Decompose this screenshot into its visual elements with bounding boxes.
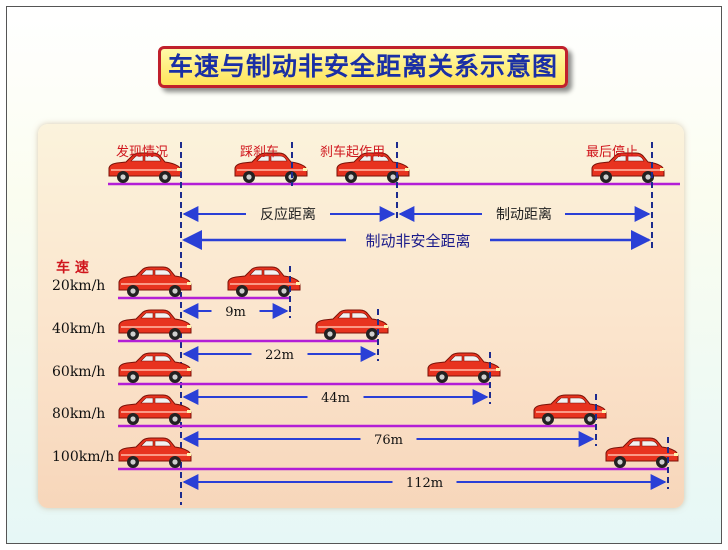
speed-label: 100km/h: [52, 449, 114, 465]
speed-rows: 20km/h 9m 40km/h 22m 60km/h 44m 80km/h 76m 100km…: [52, 266, 679, 491]
page-title: 车速与制动非安全距离关系示意图: [167, 52, 558, 81]
speed-label: 40km/h: [52, 321, 105, 337]
row-distance-label: 9m: [225, 305, 246, 320]
row-car-start: [118, 266, 192, 298]
label-reaction-distance: 反应距离: [260, 206, 316, 223]
row-distance-label: 44m: [321, 391, 350, 406]
speed-header: 车 速: [56, 259, 89, 276]
row-distance-label: 22m: [265, 348, 294, 363]
label-unsafe-distance: 制动非安全距离: [365, 232, 470, 250]
label-braking-distance: 制动距离: [496, 206, 552, 223]
speed-label: 60km/h: [52, 364, 105, 380]
row-distance-label: 76m: [374, 433, 403, 448]
label-stop: 最后停止: [586, 144, 638, 160]
label-step-brake: 踩刹车: [240, 144, 279, 160]
row-car-start: [118, 394, 192, 426]
title-box: [158, 46, 568, 88]
label-brake-act: 刹车起作用: [320, 144, 385, 160]
label-discover: 发现情况: [116, 144, 168, 160]
speed-label: 20km/h: [52, 278, 105, 294]
speed-label: 80km/h: [52, 406, 105, 422]
row-distance-label: 112m: [406, 476, 443, 491]
